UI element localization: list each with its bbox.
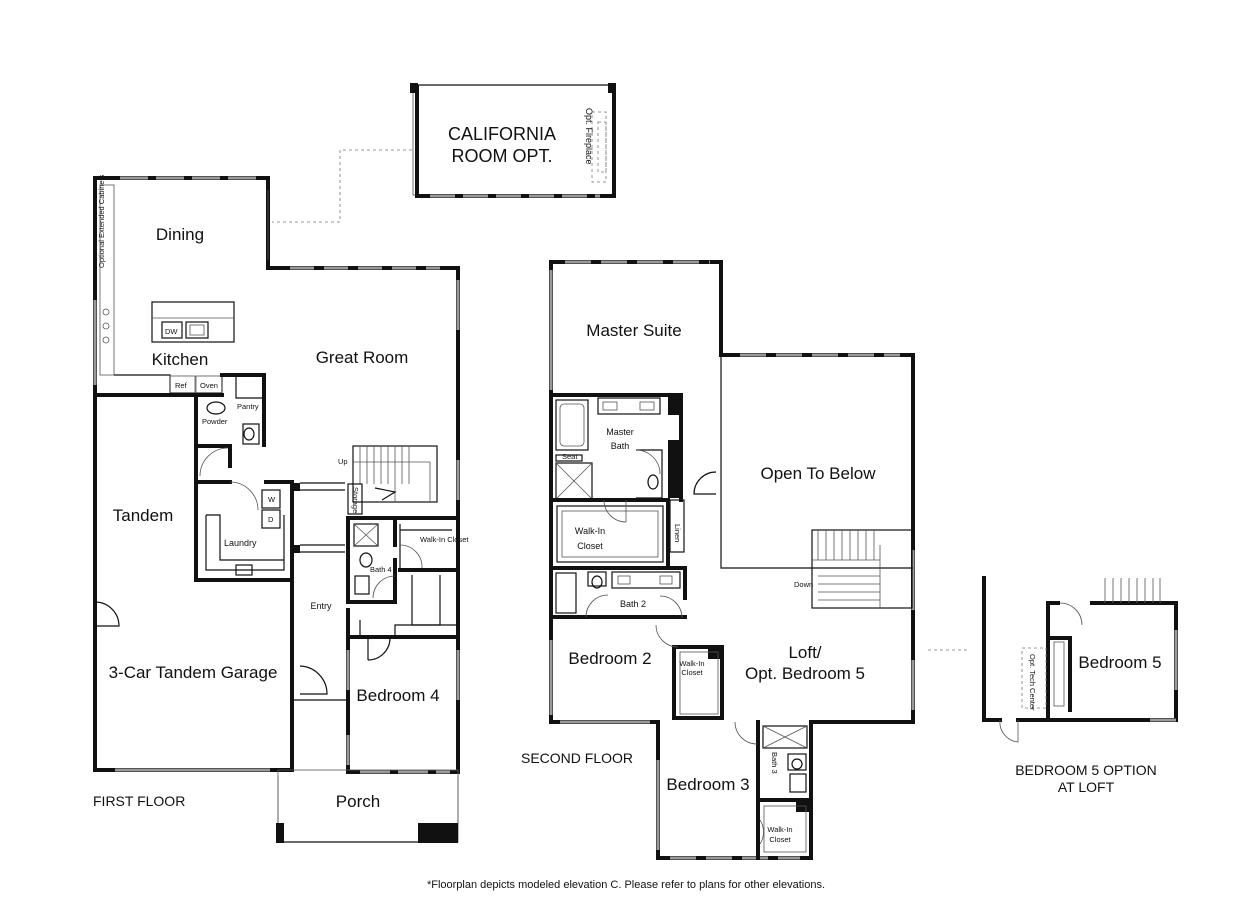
bedroom2-label: Bedroom 2 <box>568 649 651 668</box>
master-closet-label-1: Walk-In <box>575 526 605 536</box>
bedroom2-closet-label-2: Closet <box>681 668 703 677</box>
kitchen-label: Kitchen <box>152 350 209 369</box>
california-room-label-1: CALIFORNIA <box>448 124 556 144</box>
bedroom5-option-caption-2: AT LOFT <box>1058 779 1115 795</box>
loft-label-1: Loft/ <box>788 643 821 662</box>
entry-label: Entry <box>310 601 332 611</box>
washer-label: W <box>268 495 276 504</box>
refrigerator-label: Ref <box>175 381 188 390</box>
oven-label: Oven <box>200 381 218 390</box>
bath2-label: Bath 2 <box>620 599 646 609</box>
bedroom2-closet-label-1: Walk-In <box>679 659 704 668</box>
footnote: *Floorplan depicts modeled elevation C. … <box>427 879 825 891</box>
stairs-up-label: Up <box>338 457 348 466</box>
pantry-label: Pantry <box>237 402 259 411</box>
dining-label: Dining <box>156 225 204 244</box>
bath4-label: Bath 4 <box>370 565 392 574</box>
california-room-option: CALIFORNIA ROOM OPT. Opt. Fireplace <box>272 83 616 223</box>
bedroom5-label: Bedroom 5 <box>1078 653 1161 672</box>
first-floor-caption: FIRST FLOOR <box>93 793 185 809</box>
bedroom3-label: Bedroom 3 <box>666 775 749 794</box>
bedroom5-option-caption-1: BEDROOM 5 OPTION <box>1015 762 1157 778</box>
master-closet-label-2: Closet <box>577 541 603 551</box>
bedroom4-label: Bedroom 4 <box>356 686 439 705</box>
master-seat-label: Seat <box>562 452 578 461</box>
second-floor-caption: SECOND FLOOR <box>521 750 633 766</box>
dishwasher-label: DW <box>165 327 178 336</box>
bedroom3-closet-label-1: Walk-In <box>767 825 792 834</box>
open-to-below-label: Open To Below <box>761 464 877 483</box>
powder-label: Powder <box>202 417 228 426</box>
second-floor: Seat Master Bath Walk-In Closet Linen <box>521 260 915 860</box>
storage-label: Storage <box>351 487 360 513</box>
linen-label: Linen <box>673 524 682 542</box>
stairs-down-label: Down <box>794 580 813 589</box>
bath3-label: Bath 3 <box>770 752 779 774</box>
bedroom5-option: Opt. Tech Center Bedroom 5 BEDROOM 5 OPT… <box>928 576 1178 795</box>
porch-label: Porch <box>336 792 380 811</box>
tech-center-label: Opt. Tech Center <box>1028 654 1037 711</box>
master-suite-label: Master Suite <box>586 321 681 340</box>
master-bath-label-2: Bath <box>611 441 630 451</box>
great-room-label: Great Room <box>316 348 409 367</box>
garage-label: 3-Car Tandem Garage <box>109 663 278 682</box>
bedroom3-closet-label-2: Closet <box>769 835 791 844</box>
first-floor: Optional Extended Cabinets DW Ref Oven P… <box>93 174 469 843</box>
california-room-label-2: ROOM OPT. <box>451 146 552 166</box>
dryer-label: D <box>268 515 274 524</box>
loft-label-2: Opt. Bedroom 5 <box>745 664 865 683</box>
extended-cabinets-label: Optional Extended Cabinets <box>97 174 106 268</box>
laundry-label: Laundry <box>224 538 257 548</box>
tandem-label: Tandem <box>113 506 173 525</box>
walkin-closet-label-1: Walk-In Closet <box>420 535 469 544</box>
master-bath-label-1: Master <box>606 427 634 437</box>
fireplace-option-label: Opt. Fireplace <box>584 108 594 165</box>
